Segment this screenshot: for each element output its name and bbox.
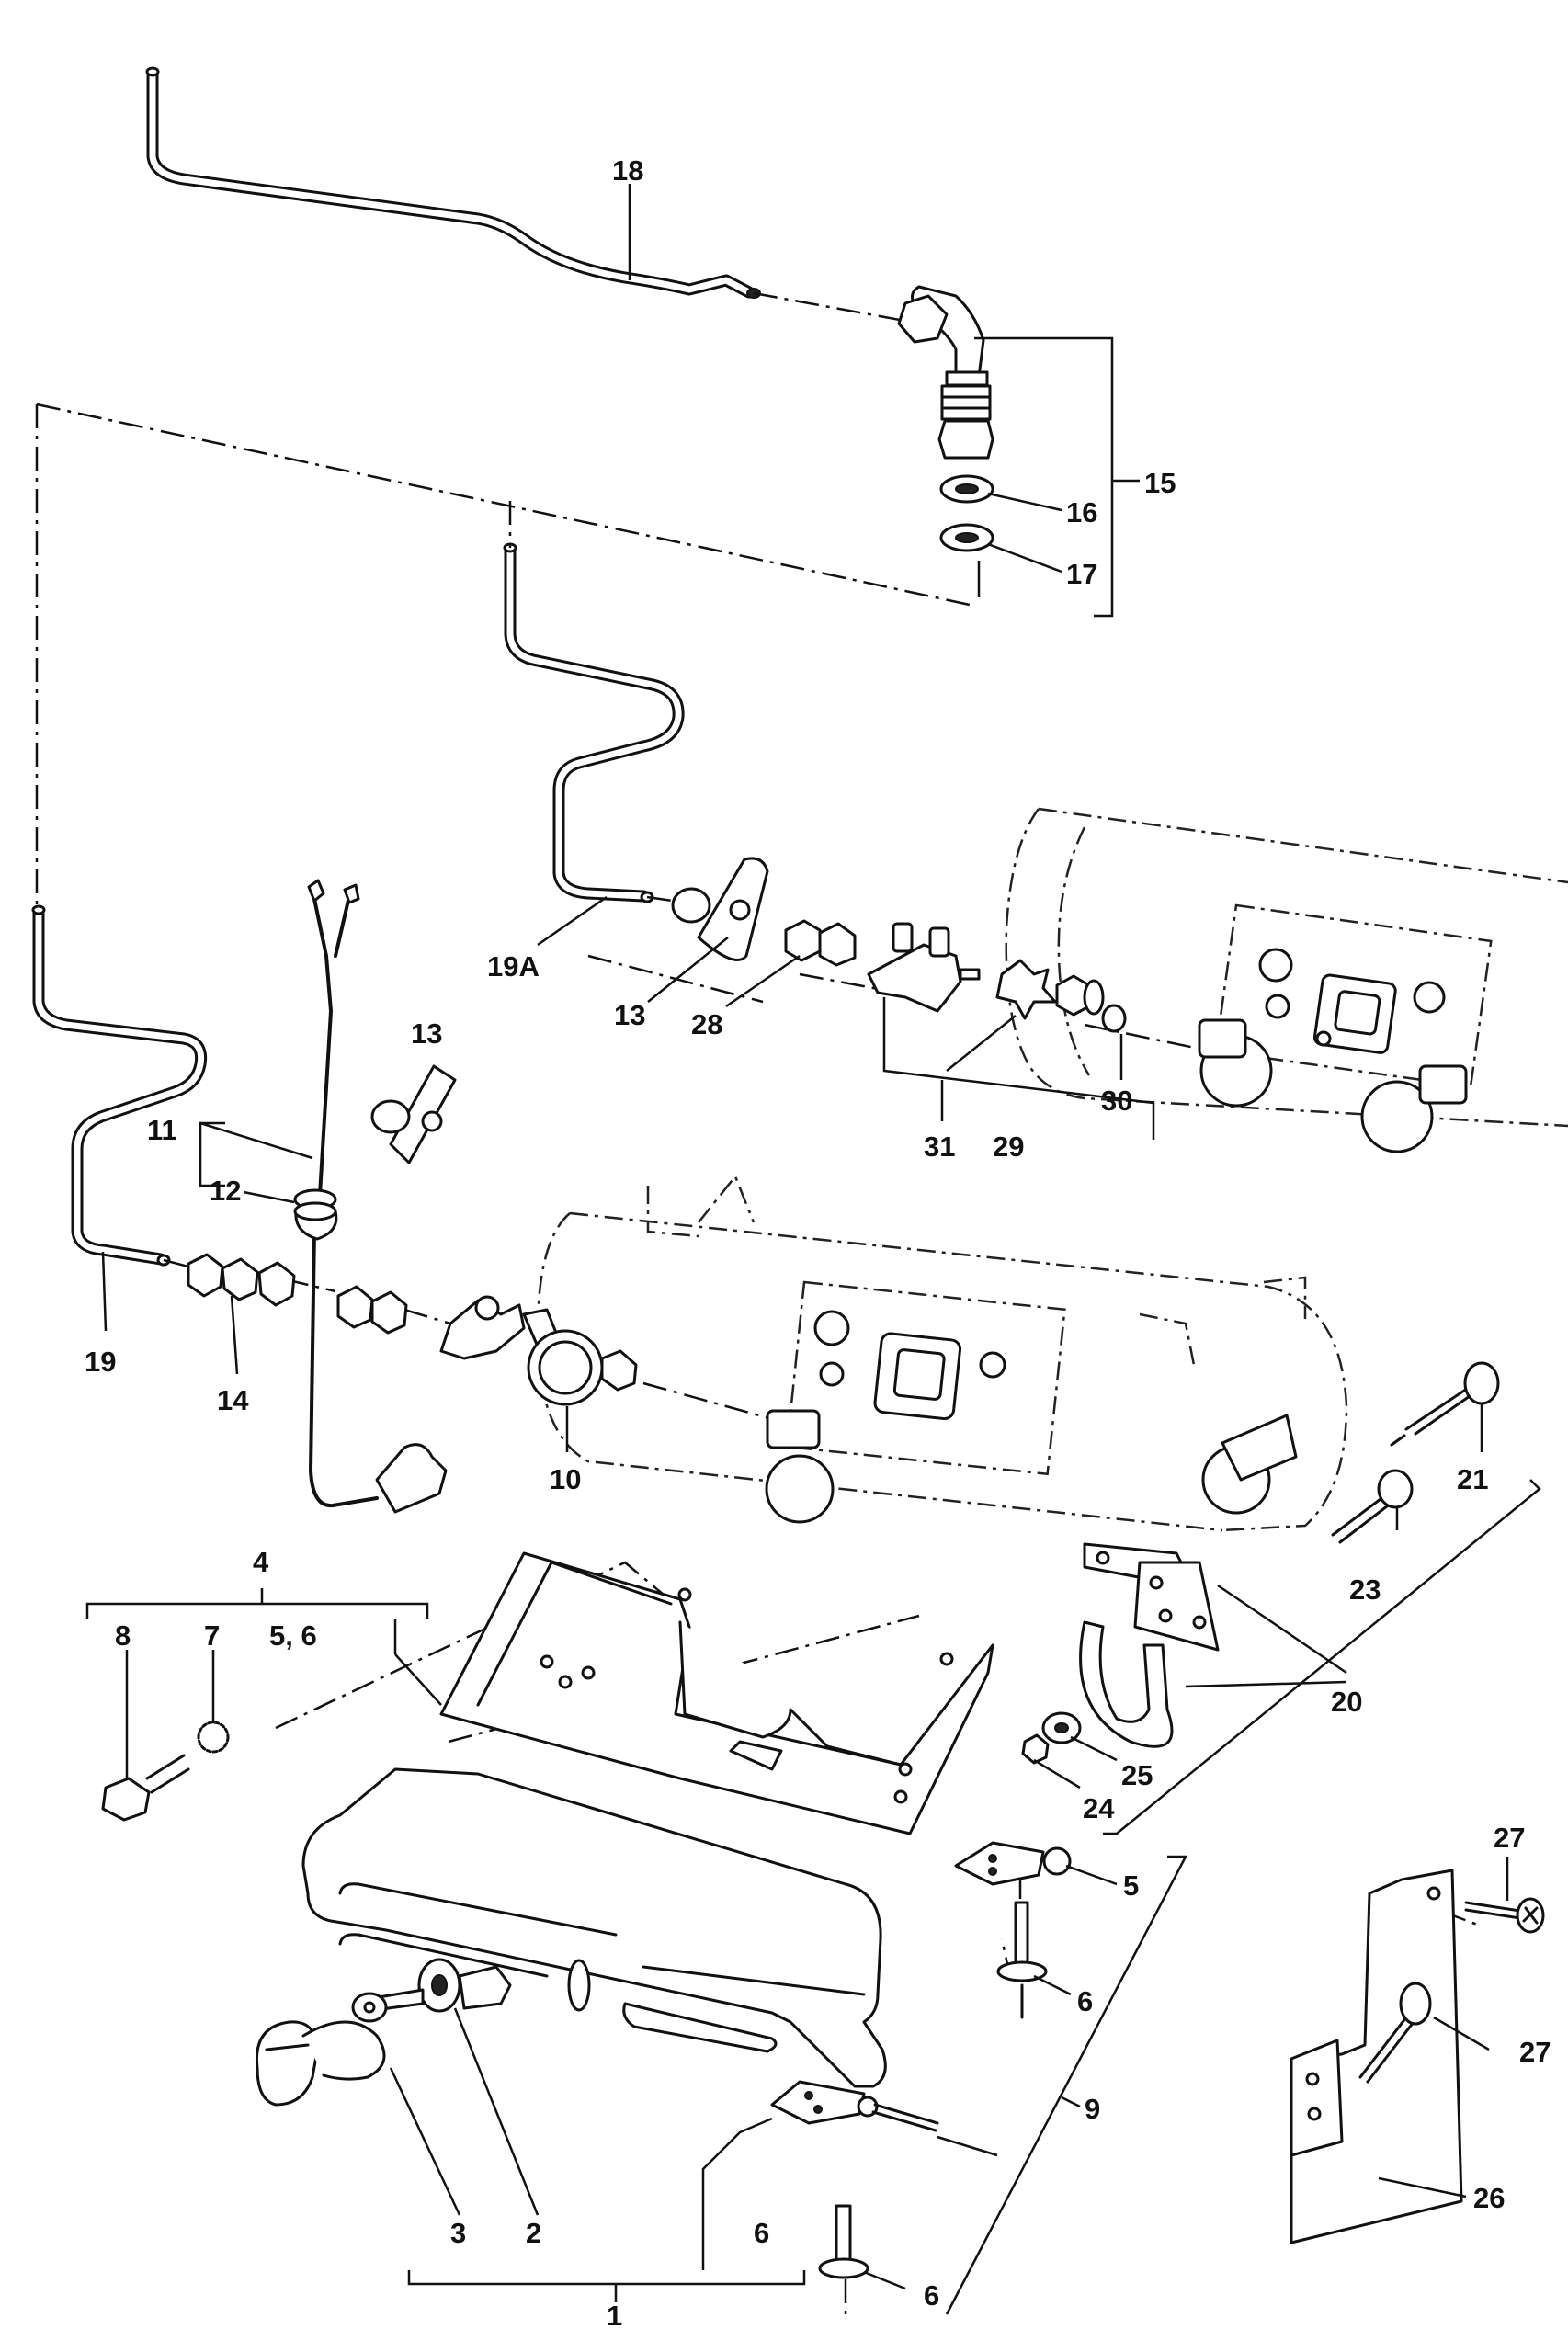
washer-17 xyxy=(939,523,994,552)
assembly-centerlines xyxy=(35,291,1481,2316)
pipe-18 xyxy=(145,66,761,299)
latch-9 xyxy=(770,2080,939,2132)
lock-key-2 xyxy=(351,1958,512,2023)
callout-13-lower: 13 xyxy=(411,1017,442,1050)
lock-washer-7 xyxy=(197,1721,230,1754)
callout-27-lower: 27 xyxy=(1519,2036,1551,2068)
screw-27-upper xyxy=(1464,1897,1545,1934)
callout-19: 19 xyxy=(85,1346,116,1378)
cover-1 xyxy=(301,1767,887,2088)
sensor-wire-11 xyxy=(307,879,448,1514)
callout-19A: 19A xyxy=(487,950,540,983)
callout-4: 4 xyxy=(253,1546,269,1578)
o-ring-30 xyxy=(1101,1004,1127,1033)
bracket-13-upper xyxy=(671,857,769,961)
callout-18: 18 xyxy=(612,154,643,187)
callout-6-upper: 6 xyxy=(1077,1985,1093,2017)
callout-23: 23 xyxy=(1349,1573,1381,1606)
coupling-nuts-14 xyxy=(187,1253,408,1335)
callout-25: 25 xyxy=(1121,1759,1153,1791)
callout-3: 3 xyxy=(450,2217,466,2249)
callout-28: 28 xyxy=(691,1008,722,1040)
nut-24 xyxy=(1021,1733,1050,1765)
callout-11: 11 xyxy=(147,1114,177,1146)
callout-5-6: 5, 6 xyxy=(269,1619,317,1652)
gas-tank-upper xyxy=(1005,807,1568,1153)
callout-16: 16 xyxy=(1066,496,1097,528)
dust-cap-3 xyxy=(255,2020,386,2107)
pipe-19A xyxy=(503,542,685,903)
grommet-12 xyxy=(293,1188,338,1241)
callout-13-upper: 13 xyxy=(614,999,645,1031)
washer-16 xyxy=(939,474,994,504)
strap-bracket-20 xyxy=(1079,1542,1220,1748)
pin-6-lower xyxy=(818,2204,869,2279)
callout-30: 30 xyxy=(1101,1085,1132,1117)
bolt-8 xyxy=(101,1754,190,1822)
regulator-10 xyxy=(439,1295,638,1406)
bolt-21 xyxy=(1390,1361,1500,1447)
hinge-5 xyxy=(954,1841,1072,1886)
callout-31: 31 xyxy=(924,1130,955,1163)
pin-6-upper xyxy=(996,1901,1048,2019)
screw-27-lower xyxy=(1358,1982,1432,2084)
callout-5: 5 xyxy=(1123,1869,1139,1902)
washer-25 xyxy=(1041,1711,1082,1744)
callout-labels: 18 15 16 17 19A 13 28 13 30 31 29 11 12 … xyxy=(85,154,1551,2329)
leader-lines xyxy=(85,184,1541,2315)
callout-6-mid: 6 xyxy=(754,2217,769,2249)
gas-tank-lower xyxy=(536,1174,1348,1532)
elbow-fitting-15 xyxy=(897,285,994,460)
callout-2: 2 xyxy=(526,2217,541,2249)
callout-7: 7 xyxy=(204,1619,220,1652)
callout-1: 1 xyxy=(607,2300,622,2329)
callout-9: 9 xyxy=(1085,2093,1100,2125)
valve-29 xyxy=(995,959,1105,1020)
callout-20: 20 xyxy=(1331,1686,1362,1718)
callout-10: 10 xyxy=(550,1463,581,1495)
callout-14: 14 xyxy=(217,1384,249,1416)
callout-6-lower: 6 xyxy=(924,2279,939,2312)
mounting-tray-4 xyxy=(439,1551,994,1835)
callout-29: 29 xyxy=(993,1130,1024,1163)
callout-21: 21 xyxy=(1457,1463,1488,1495)
callout-15: 15 xyxy=(1144,467,1176,499)
callout-27-upper: 27 xyxy=(1494,1822,1525,1854)
bracket-13-lower xyxy=(370,1064,457,1164)
callout-8: 8 xyxy=(115,1619,131,1652)
callout-26: 26 xyxy=(1473,2182,1505,2214)
callout-17: 17 xyxy=(1066,558,1097,590)
bolt-23 xyxy=(1331,1469,1414,1544)
callout-24: 24 xyxy=(1083,1792,1115,1824)
callout-12: 12 xyxy=(210,1175,241,1207)
pipe-19 xyxy=(31,904,208,1267)
coupling-28 xyxy=(784,919,857,967)
manifold-31 xyxy=(867,922,981,1013)
